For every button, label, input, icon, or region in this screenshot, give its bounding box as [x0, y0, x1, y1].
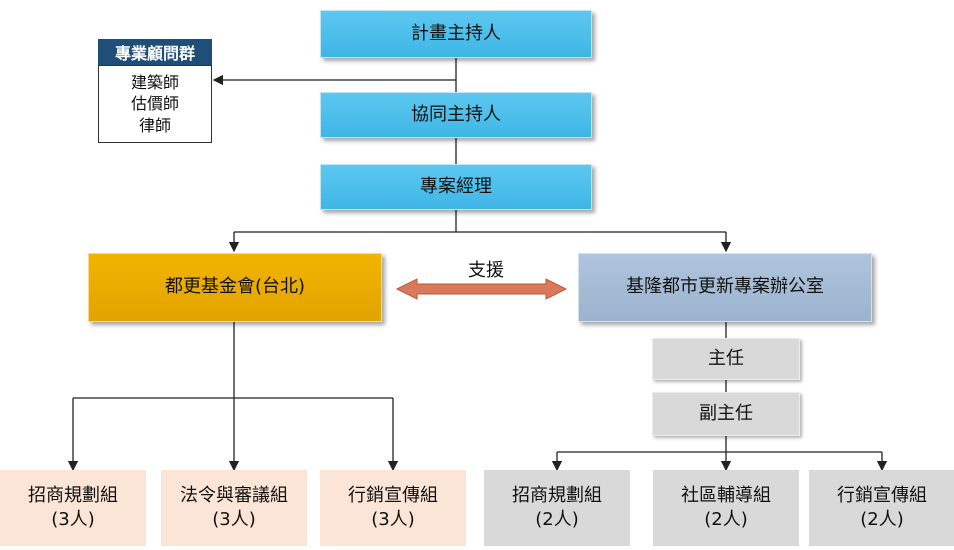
advisor-member: 估價師	[130, 94, 179, 114]
group-count: (3人)	[371, 509, 415, 530]
group-count: (3人)	[212, 509, 256, 530]
project-leader-label: 計畫主持人	[411, 22, 501, 44]
support-label: 支援	[468, 260, 504, 281]
group-name: 行銷宣傳組	[837, 484, 927, 506]
right-branch-box: 基隆都市更新專案辦公室	[578, 253, 872, 322]
project-manager-label: 專案經理	[420, 175, 492, 197]
director-box: 主任	[652, 338, 800, 380]
project-leader-box: 計畫主持人	[320, 10, 592, 58]
right-group-box: 行銷宣傳組 (2人)	[809, 470, 954, 546]
group-name: 法令與審議組	[180, 484, 288, 506]
left-group-box: 法令與審議組 (3人)	[161, 470, 307, 546]
co-leader-box: 協同主持人	[320, 92, 592, 138]
deputy-director-label: 副主任	[699, 402, 753, 424]
group-count: (2人)	[535, 509, 579, 530]
group-count: (2人)	[704, 509, 748, 530]
advisor-member: 律師	[138, 115, 171, 135]
group-count: (2人)	[860, 509, 904, 530]
left-group-box: 行銷宣傳組 (3人)	[320, 470, 466, 546]
project-manager-box: 專案經理	[320, 164, 592, 210]
group-name: 招商規劃組	[28, 484, 118, 506]
group-count: (3人)	[51, 509, 95, 530]
advisor-member: 建築師	[130, 72, 179, 92]
left-group-box: 招商規劃組 (3人)	[0, 470, 146, 546]
left-branch-label: 都更基金會(台北)	[164, 276, 306, 298]
right-branch-label: 基隆都市更新專案辦公室	[626, 276, 824, 298]
advisor-group-members: 建築師 估價師 律師	[98, 65, 212, 143]
co-leader-label: 協同主持人	[411, 103, 501, 125]
support-double-arrow	[395, 278, 568, 300]
group-name: 行銷宣傳組	[348, 484, 438, 506]
group-name: 社區輔導組	[681, 484, 771, 506]
left-branch-box: 都更基金會(台北)	[88, 253, 382, 322]
director-label: 主任	[708, 347, 744, 369]
advisor-group-title: 專業顧問群	[98, 39, 212, 65]
right-group-box: 社區輔導組 (2人)	[653, 470, 799, 546]
right-group-box: 招商規劃組 (2人)	[484, 470, 630, 546]
deputy-director-box: 副主任	[652, 392, 800, 436]
group-name: 招商規劃組	[512, 484, 602, 506]
